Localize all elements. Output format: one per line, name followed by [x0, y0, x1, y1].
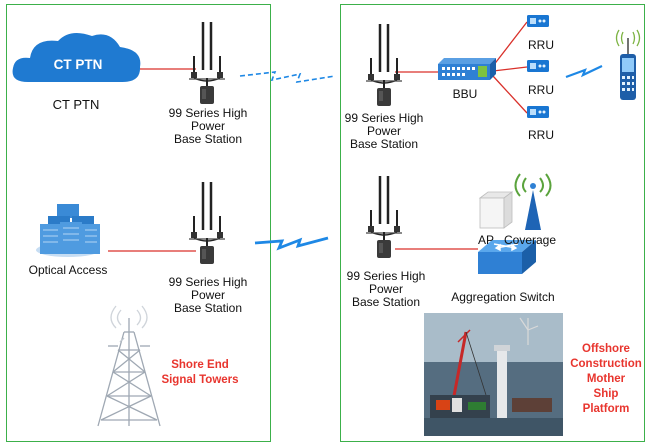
coverage-caption: Coverage — [503, 233, 557, 247]
base-station-label-line: Power — [366, 124, 401, 138]
bbu-caption: BBU — [452, 87, 478, 101]
base-station-offshore-lower-icon — [364, 174, 404, 260]
optical-access-server-icon — [36, 204, 100, 257]
base-station-label-line: Power — [368, 282, 403, 296]
rru-caption-1: RRU — [528, 38, 554, 52]
wireless-links — [239, 65, 603, 251]
wireless-link-to-phone — [565, 65, 603, 79]
shore-towers-label: Shore End Signal Towers — [150, 358, 250, 388]
link-bbu-to-rru-1 — [492, 21, 528, 67]
aggregation-switch-caption: Aggregation Switch — [451, 290, 555, 304]
shore-towers-label-line: Signal Towers — [161, 374, 239, 386]
base-station-label-shore-upper: 99 Series High Power Base Station — [152, 107, 264, 146]
wireless-link-lower — [254, 236, 329, 251]
base-station-shore-lower-icon — [187, 180, 227, 266]
link-bbu-to-rru-3 — [492, 75, 528, 114]
cloud-inner-label: CT PTN — [53, 57, 103, 72]
offshore-platform-label-line: Offshore — [582, 343, 630, 355]
wired-links — [108, 21, 528, 252]
optical-access-caption: Optical Access — [28, 263, 108, 277]
ap-caption: AP — [477, 233, 494, 247]
offshore-platform-label-line: Platform — [582, 403, 630, 415]
offshore-platform-label-line: Mother — [586, 373, 626, 385]
base-station-label-line: Base Station — [349, 137, 419, 151]
bbu-switch-icon — [438, 58, 496, 80]
ct-ptn-caption: CT PTN — [52, 97, 100, 112]
rru-caption-2: RRU — [528, 83, 554, 97]
rru-icon-3 — [527, 106, 549, 118]
wireless-link-upper — [239, 71, 336, 84]
base-station-label-line: Base Station — [173, 301, 243, 315]
access-point-icon — [478, 191, 514, 229]
base-station-label-line: 99 Series High — [168, 106, 248, 120]
rru-icon-1 — [527, 15, 549, 27]
base-station-label-line: 99 Series High — [344, 111, 424, 125]
base-station-label-line: Base Station — [173, 132, 243, 146]
base-station-label-shore-lower: 99 Series High Power Base Station — [152, 276, 264, 315]
shore-end-panel — [6, 4, 271, 442]
base-station-label-line: Base Station — [351, 295, 421, 309]
shore-towers-label-line: Shore End — [171, 359, 229, 371]
base-station-shore-upper-icon — [187, 20, 227, 106]
coverage-tower-icon — [514, 173, 552, 230]
offshore-platform-label-line: Construction — [570, 358, 642, 370]
rru-icon-2 — [527, 60, 549, 72]
offshore-platform-photo — [424, 313, 563, 436]
mobile-phone-icon — [615, 29, 641, 100]
aggregation-switch-icon — [478, 240, 536, 274]
base-station-label-offshore-upper: 99 Series High Power Base Station — [328, 112, 440, 151]
rru-caption-3: RRU — [528, 128, 554, 142]
base-station-label-line: Power — [190, 288, 225, 302]
base-station-label-offshore-lower: 99 Series High Power Base Station — [330, 270, 442, 309]
shore-signal-tower-icon — [97, 305, 161, 427]
offshore-platform-label: Offshore Construction Mother Ship Platfo… — [564, 342, 648, 417]
base-station-offshore-upper-icon — [364, 22, 404, 108]
offshore-platform-label-line: Ship — [593, 388, 619, 400]
link-bbu-to-rru-2 — [492, 66, 528, 72]
cloud-icon — [12, 32, 141, 83]
offshore-panel — [340, 4, 645, 442]
base-station-label-line: 99 Series High — [346, 269, 426, 283]
base-station-label-line: Power — [190, 119, 225, 133]
base-station-label-line: 99 Series High — [168, 275, 248, 289]
